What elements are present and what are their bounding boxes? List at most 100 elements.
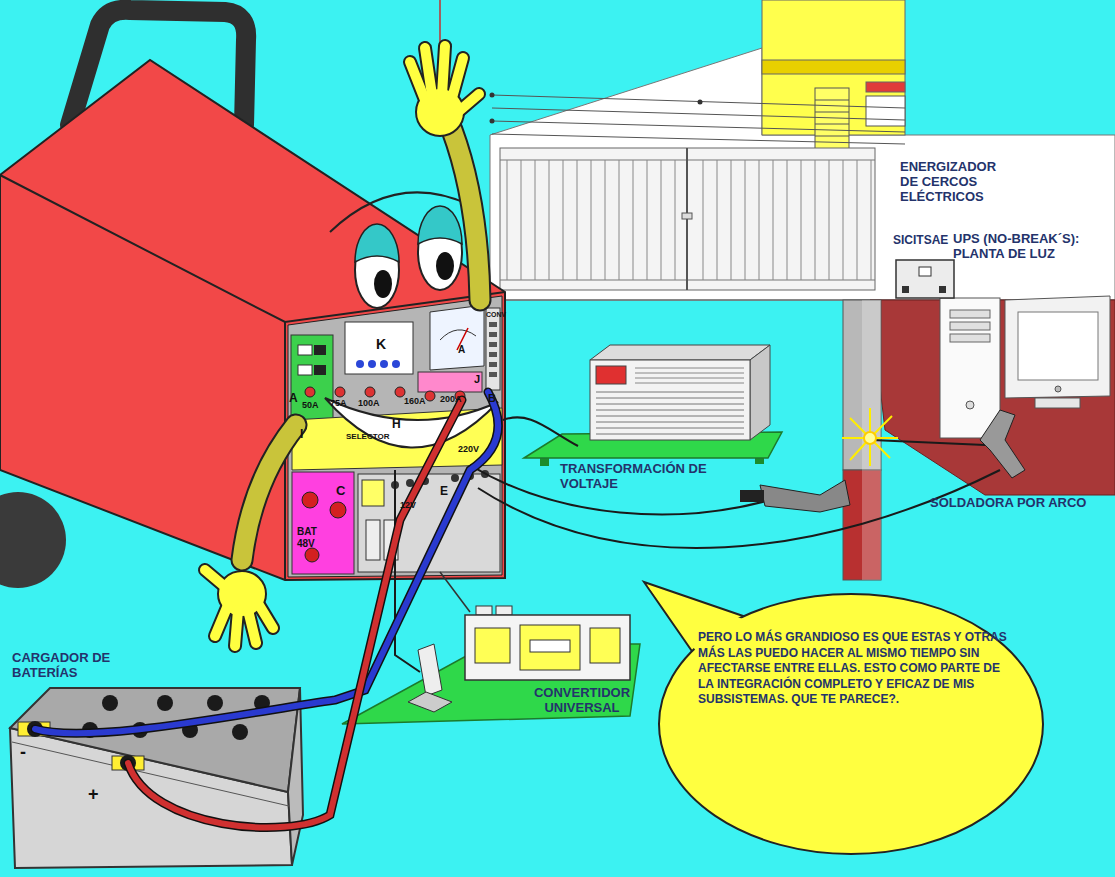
gate-bar bbox=[717, 160, 718, 280]
machine-eyes bbox=[355, 224, 399, 262]
machine-hands bbox=[205, 570, 224, 586]
air-conditioner bbox=[596, 416, 744, 417]
radio bbox=[520, 625, 580, 670]
radio bbox=[530, 640, 570, 652]
black-wires bbox=[395, 417, 1000, 672]
battery bbox=[232, 724, 248, 740]
gate-bar bbox=[857, 160, 858, 280]
gate-bar bbox=[535, 160, 536, 280]
house-building bbox=[866, 96, 905, 126]
fence-wires bbox=[490, 93, 906, 145]
device-label: CARGADOR DE BATERÍAS bbox=[12, 651, 127, 681]
energizer-box bbox=[939, 286, 946, 293]
device-label: ENERGIZADOR DE CERCOS ELÉCTRICOS bbox=[900, 160, 1005, 205]
panel-section-letter: K bbox=[376, 336, 386, 352]
machine-hands bbox=[410, 62, 425, 100]
radio bbox=[496, 606, 512, 615]
gate-bar bbox=[577, 160, 578, 280]
air-conditioner bbox=[590, 345, 770, 360]
radio bbox=[440, 572, 630, 680]
welding-post bbox=[843, 300, 881, 580]
control-panel bbox=[489, 332, 497, 337]
control-panel bbox=[418, 372, 482, 392]
gate-bar bbox=[787, 160, 788, 280]
welding-spark bbox=[870, 416, 892, 438]
appliance-platform bbox=[520, 398, 785, 498]
panel-section-letter: B bbox=[488, 392, 496, 405]
black-wires bbox=[478, 470, 1000, 548]
control-panel bbox=[395, 387, 405, 397]
machine-eyes bbox=[355, 206, 462, 308]
welding-spark bbox=[864, 432, 876, 444]
machine-arms bbox=[242, 130, 480, 560]
machine-hands bbox=[248, 610, 256, 643]
appliance-platform bbox=[342, 644, 640, 724]
machine-body bbox=[0, 492, 66, 588]
gate-bar bbox=[731, 160, 732, 280]
control-panel bbox=[358, 474, 500, 572]
machine-hands bbox=[235, 610, 238, 646]
black-wires bbox=[470, 465, 770, 514]
machine-hands bbox=[248, 610, 256, 643]
battery bbox=[10, 688, 303, 868]
welding-spark bbox=[842, 408, 898, 466]
machine-hands bbox=[256, 600, 273, 628]
control-panel bbox=[292, 472, 354, 574]
control-panel bbox=[288, 296, 502, 577]
black-wires bbox=[503, 417, 578, 446]
current-setting: 100A bbox=[358, 398, 380, 408]
gate-bar bbox=[563, 160, 564, 280]
welding-spark bbox=[850, 418, 870, 438]
laptop bbox=[408, 644, 452, 712]
terminal-sign: + bbox=[88, 784, 99, 805]
panel-section-letter: E bbox=[440, 485, 448, 499]
machine-hands bbox=[425, 48, 432, 95]
radio bbox=[440, 572, 470, 612]
current-setting: 75A bbox=[330, 398, 347, 408]
air-conditioner bbox=[596, 428, 744, 429]
air-conditioner bbox=[596, 410, 744, 411]
radio bbox=[465, 615, 630, 680]
control-panel bbox=[406, 479, 414, 487]
control-panel bbox=[305, 387, 315, 397]
gate-bar bbox=[745, 160, 746, 280]
control-panel bbox=[356, 360, 364, 368]
speech-bubble bbox=[636, 572, 1046, 862]
computer bbox=[1005, 296, 1110, 398]
gate bbox=[500, 148, 875, 290]
welding-clamps bbox=[740, 490, 764, 502]
control-panel bbox=[391, 481, 399, 489]
control-panel bbox=[345, 322, 413, 374]
control-panel bbox=[466, 472, 474, 480]
control-panel bbox=[366, 520, 380, 560]
gate-bar bbox=[675, 160, 676, 280]
gate-bar bbox=[521, 160, 522, 280]
fence-wires bbox=[492, 121, 905, 132]
current-setting: 50A bbox=[302, 400, 319, 410]
machine-hands bbox=[205, 46, 479, 646]
control-panel bbox=[305, 548, 319, 562]
machine-body bbox=[0, 175, 505, 322]
control-panel bbox=[335, 387, 345, 397]
welding-spark bbox=[870, 437, 898, 439]
gate bbox=[500, 148, 875, 290]
control-panel bbox=[489, 362, 497, 367]
gate-bar bbox=[633, 160, 634, 280]
gate-bar bbox=[871, 160, 872, 280]
machine-eyes bbox=[374, 270, 392, 298]
control-panel bbox=[392, 360, 400, 368]
control-panel bbox=[430, 305, 484, 370]
air-conditioner bbox=[596, 404, 744, 405]
gate-bar bbox=[703, 160, 704, 280]
machine-hands bbox=[205, 570, 224, 586]
house-building bbox=[762, 60, 905, 74]
control-panel bbox=[368, 360, 376, 368]
energizer-box bbox=[919, 267, 931, 276]
computer bbox=[950, 322, 990, 330]
control-panel bbox=[451, 474, 459, 482]
machine-hands bbox=[442, 46, 445, 95]
battery bbox=[132, 722, 148, 738]
control-panel bbox=[380, 360, 388, 368]
